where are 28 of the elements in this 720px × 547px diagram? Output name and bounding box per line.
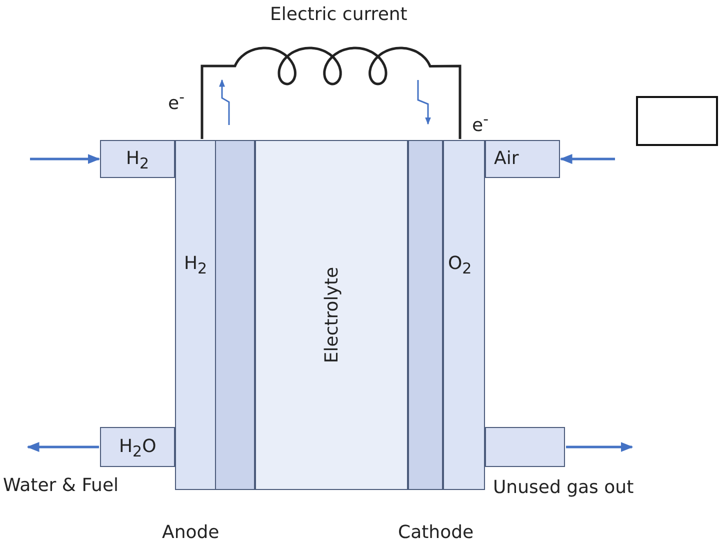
gas-label: O$_{2}$ (448, 253, 472, 278)
electron-label: e$^{-}$ (472, 110, 488, 136)
arrow (30, 154, 100, 164)
arrow (566, 442, 634, 452)
gas-label: H$_{2}$O (119, 436, 156, 461)
outlet-pipe (100, 427, 175, 467)
inlet-pipe (485, 140, 560, 178)
cathode-gas-channel (443, 140, 485, 490)
layer-label: Electrolyte (321, 266, 342, 364)
flow-label: Unused gas out (493, 477, 634, 498)
arrow (560, 154, 615, 164)
electrolyte-layer (255, 140, 408, 490)
gas-label: H$_{2}$ (126, 148, 150, 173)
empty-box (636, 96, 718, 146)
electrode-label: Anode (162, 522, 220, 543)
electrode-label: Cathode (398, 522, 474, 543)
circuit-wire (200, 46, 462, 139)
gas-label: H$_{2}$ (184, 253, 208, 278)
electron-label: e$^{-}$ (168, 88, 184, 114)
title-label: Electric current (270, 4, 408, 25)
flow-label: Water & Fuel (3, 475, 119, 496)
empty-box (485, 427, 565, 467)
layer-band (215, 140, 255, 490)
arrow (26, 442, 99, 452)
inlet-pipe (100, 140, 175, 178)
anode-gas-channel (175, 140, 217, 490)
gas-label: Air (494, 148, 519, 169)
layer-band (408, 140, 443, 490)
